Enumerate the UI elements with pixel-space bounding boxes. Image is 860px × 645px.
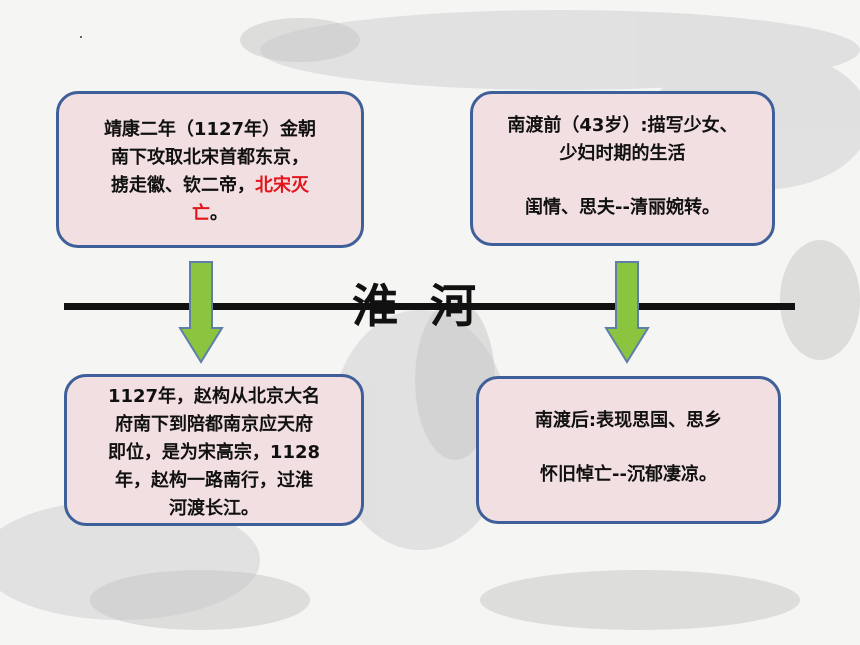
box-jingkang-event: 靖康二年（1127年）金朝 南下攻取北宋首都东京， 掳走徽、钦二帝，北宋灭 亡。 (56, 91, 364, 248)
box-summary: 怀旧悼亡--沉郁凄凉。 (540, 464, 717, 485)
river-label: 淮 河 (352, 279, 477, 333)
box-summary: 闺情、思夫--清丽婉转。 (525, 197, 720, 218)
box-line: 亡。 (192, 203, 228, 224)
box-line: 1127年，赵构从北京大名 (107, 386, 321, 407)
river-line (64, 303, 795, 310)
highlight-text: 北宋灭 (255, 175, 309, 196)
box-line: 府南下到陪都南京应天府 (115, 414, 313, 435)
box-before-south: 南渡前（43岁）:描写少女、 少妇时期的生活 闺情、思夫--清丽婉转。 (470, 91, 775, 246)
arrow-right-down-icon (604, 261, 650, 364)
box-line: 南渡前（43岁）:描写少女、 (507, 115, 738, 136)
box-line: 掳走徽、钦二帝，北宋灭 (111, 175, 309, 196)
box-zhaogou-south: 1127年，赵构从北京大名 府南下到陪都南京应天府 即位，是为宋高宗，1128 … (64, 374, 364, 526)
box-after-south: 南渡后:表现思国、思乡 怀旧悼亡--沉郁凄凉。 (476, 376, 781, 524)
box-line: 南下攻取北宋首都东京， (111, 147, 309, 168)
highlight-text: 亡 (192, 203, 210, 224)
box-line: 年，赵构一路南行，过淮 (115, 470, 313, 491)
decorative-dot (80, 36, 82, 38)
box-line: 少妇时期的生活 (559, 143, 686, 164)
box-line: 即位，是为宋高宗，1128 (107, 442, 321, 463)
box-line: 南渡后:表现思国、思乡 (534, 410, 723, 431)
box-line: 河渡长江。 (169, 498, 259, 519)
arrow-left-down-icon (178, 261, 224, 364)
box-line: 靖康二年（1127年）金朝 (103, 119, 317, 140)
